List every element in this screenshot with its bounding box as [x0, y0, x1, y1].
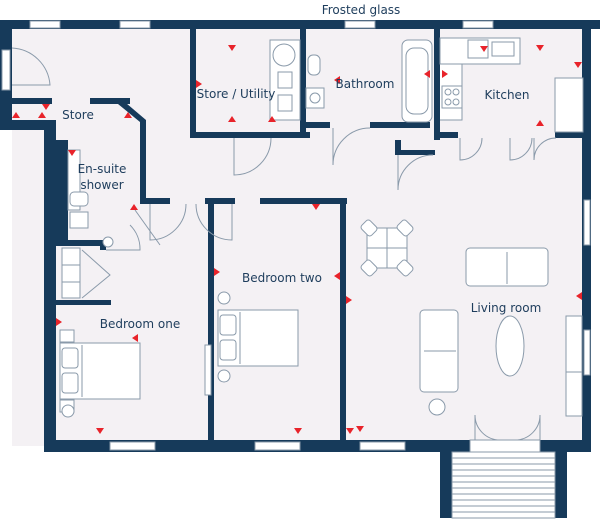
- toilet-icon: [307, 54, 321, 76]
- ensuite-fixtures: [61, 149, 111, 299]
- windows: [1, 20, 591, 451]
- living-room-label: Living room: [471, 301, 542, 315]
- bedroom-two-furniture: [204, 309, 299, 396]
- ensuite-label-line1: En-suite: [78, 162, 127, 176]
- bedroom-one-furniture: [59, 329, 141, 413]
- hob-icon: [441, 85, 463, 109]
- store-utility-label: Store / Utility: [197, 87, 276, 101]
- sofa-icon: [419, 247, 549, 393]
- bedroom-one-label: Bedroom one: [100, 317, 180, 331]
- utility-fixtures: [269, 39, 301, 121]
- living-room-furniture: [360, 219, 583, 417]
- dining-table-icon: [360, 219, 414, 277]
- sink-icon: [467, 39, 489, 59]
- bedroom-two-label: Bedroom two: [242, 271, 322, 285]
- sink-icon: [69, 211, 89, 229]
- ensuite-label-line2: shower: [80, 178, 123, 192]
- store-label: Store: [62, 108, 94, 122]
- light-switch-icon: [61, 236, 231, 418]
- socket-marker-icon: [12, 45, 582, 434]
- coffee-table: [495, 315, 525, 377]
- toilet-icon: [69, 191, 89, 207]
- frosted-glass-annotation: Frosted glass: [322, 3, 401, 17]
- room-labels: Frosted glass Store Store / Utility Bath…: [62, 3, 541, 331]
- kitchen-fixtures: [439, 37, 584, 133]
- doors: [11, 47, 557, 441]
- balcony: [440, 439, 567, 519]
- bathroom-fixtures: [305, 39, 433, 123]
- kitchen-label: Kitchen: [484, 88, 529, 102]
- interior-walls: [12, 28, 585, 442]
- bathroom-label: Bathroom: [336, 77, 395, 91]
